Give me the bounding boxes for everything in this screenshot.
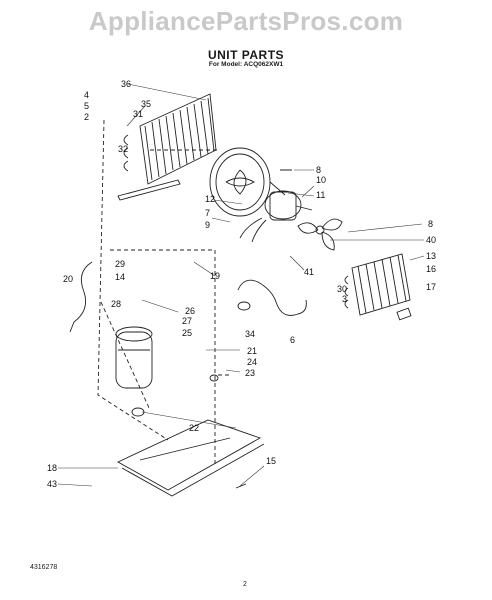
callout-number: 43 [47,479,57,489]
callout-number: 4 [84,90,89,100]
mount-pad [131,407,145,417]
blower-wheel [209,147,286,217]
callout-number: 19 [210,271,220,281]
condenser-fan [297,218,343,251]
callout-number: 35 [141,99,151,109]
drain-strip [117,179,181,201]
callout-number: 41 [304,267,314,277]
callout-number: 22 [189,423,199,433]
watermark: AppliancePartsPros.com [88,6,404,36]
callout-number: 16 [426,264,436,274]
callout-number: 24 [247,357,257,367]
callout-number: 7 [205,208,210,218]
evaporator-coil [123,93,217,185]
callout-number: 29 [115,259,125,269]
callout-number: 18 [47,463,57,473]
callout-number: 40 [426,235,436,245]
refrigerant-tubing [237,279,307,316]
callout-number: 36 [121,79,131,89]
callout-number: 15 [266,456,276,466]
callout-number: 31 [133,109,143,119]
callout-labels: 4 5 2 36 35 31 32 8 10 11 12 7 9 8 40 13… [47,79,436,489]
diagram-title: UNIT PARTS [207,48,285,62]
callout-number: 3 [342,294,347,304]
callout-number: 23 [245,368,255,378]
condenser-coil [344,253,411,316]
callout-number: 17 [426,282,436,292]
mount-pad [209,374,219,382]
power-cord [69,261,93,333]
callout-number: 21 [247,346,257,356]
assembly-dashed-lines [97,119,230,465]
callout-number: 27 [182,316,192,326]
callout-number: 26 [185,306,195,316]
base-pan [117,419,265,497]
bracket [396,307,412,321]
callout-number: 5 [84,101,89,111]
callout-number: 12 [205,194,215,204]
callout-number: 13 [426,251,436,261]
callout-number: 25 [182,328,192,338]
page-number: 2 [243,581,247,588]
callout-number: 11 [316,190,325,200]
callout-number: 10 [316,175,326,185]
screw [235,169,292,489]
callout-number: 28 [111,299,121,309]
callout-number: 34 [245,329,255,339]
callout-number: 30 [337,284,347,294]
model-label: For Model: ACQ062XW1 [208,61,284,68]
callout-number: 9 [205,220,210,230]
callout-number: 20 [63,274,73,284]
callout-number: 32 [118,144,128,154]
callout-number: 14 [115,272,125,282]
fan-motor [239,190,313,243]
compressor [115,326,153,389]
document-code: 4316278 [30,564,58,571]
callout-number: 6 [290,335,295,345]
callout-number: 2 [84,112,89,122]
leader-lines [57,83,425,487]
callout-number: 8 [316,165,321,175]
callout-number: 8 [428,219,433,229]
